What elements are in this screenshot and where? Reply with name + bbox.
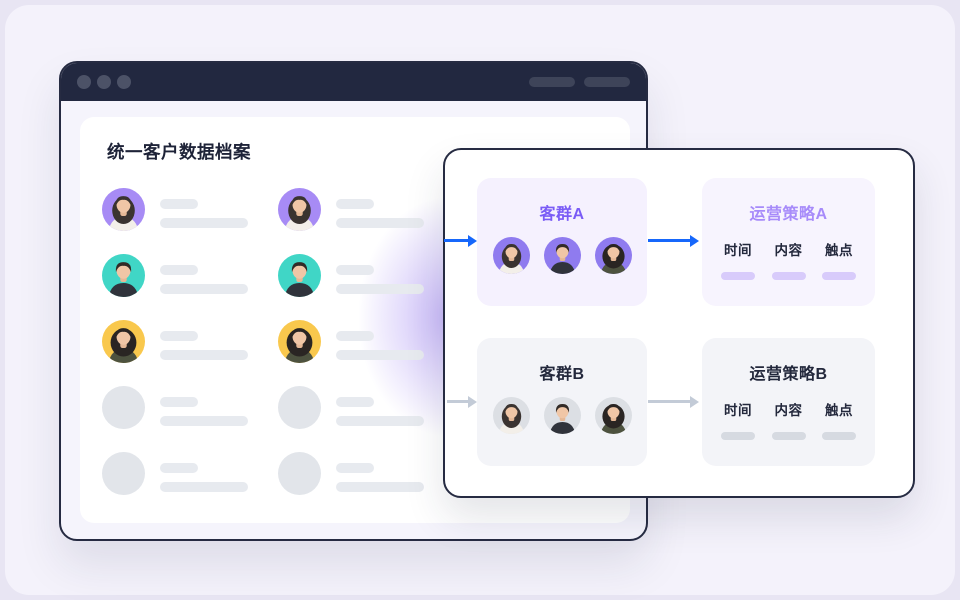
skeleton-line (160, 331, 198, 341)
profile-avatar (278, 254, 321, 297)
profile-entry (278, 386, 454, 429)
segment-b-card: 客群B (477, 338, 647, 466)
member-avatar (543, 237, 581, 274)
flow-panel: 客群A 运营策略A 时间内容触点 客群B 运营策略B 时间内容触点 (443, 148, 915, 498)
profile-row (80, 188, 630, 231)
strategy-column-label: 时间 (724, 403, 752, 418)
member-avatar (543, 397, 581, 434)
skeleton-line (336, 397, 374, 407)
member-avatar (594, 237, 632, 274)
profile-entry (102, 254, 278, 297)
profile-avatar (102, 320, 145, 363)
skeleton-line (160, 199, 198, 209)
strategy-a-card: 运营策略A 时间 内容 触点 (702, 178, 875, 306)
profile-avatar (278, 188, 321, 231)
profile-avatar (102, 452, 145, 495)
skeleton-line (336, 482, 424, 492)
window-dot-icon (77, 75, 91, 89)
strategy-a-columns: 时间 内容 触点 (702, 239, 875, 280)
strategy-column: 时间 (721, 239, 755, 280)
window-control-dots (77, 75, 131, 89)
profile-avatar (102, 188, 145, 231)
titlebar-pills (529, 77, 630, 87)
strategy-column-label: 内容 (774, 243, 803, 258)
profile-entry (102, 188, 278, 231)
flow-arrow-icon (648, 400, 690, 403)
skeleton-pill (771, 432, 806, 440)
titlebar-pill (529, 77, 575, 87)
skeleton-line (336, 265, 374, 275)
segment-b-members (477, 397, 647, 434)
strategy-column: 时间 (721, 399, 755, 440)
profile-avatar (102, 386, 145, 429)
skeleton-line (336, 416, 424, 426)
skeleton-line (336, 284, 424, 294)
profile-entry (278, 320, 454, 363)
profile-row (80, 320, 630, 363)
skeleton-line (336, 331, 374, 341)
strategy-column: 内容 (771, 239, 806, 280)
flow-arrow-icon (444, 239, 468, 242)
skeleton-line (160, 397, 198, 407)
profile-entry (102, 320, 278, 363)
strategy-column: 触点 (822, 399, 856, 440)
window-dot-icon (97, 75, 111, 89)
profile-avatar (278, 452, 321, 495)
browser-titlebar (61, 63, 646, 101)
profile-entry (278, 452, 454, 495)
strategy-a-title: 运营策略A (749, 206, 828, 223)
segment-a-card: 客群A (477, 178, 647, 306)
skeleton-line (160, 416, 248, 426)
strategy-b-title: 运营策略B (749, 366, 828, 383)
strategy-column-label: 时间 (724, 243, 752, 258)
member-avatar (492, 237, 530, 274)
skeleton-pill (721, 432, 755, 440)
strategy-column-label: 触点 (825, 243, 853, 258)
profile-row (80, 254, 630, 297)
skeleton-pill (822, 432, 856, 440)
window-dot-icon (117, 75, 131, 89)
profile-avatar (278, 320, 321, 363)
skeleton-line (160, 265, 198, 275)
member-avatar (594, 397, 632, 434)
profile-entry (102, 386, 278, 429)
skeleton-line (160, 218, 248, 228)
segment-b-title: 客群B (539, 366, 585, 383)
strategy-column: 触点 (822, 239, 856, 280)
profile-entry (278, 254, 454, 297)
skeleton-line (160, 463, 198, 473)
skeleton-line (160, 284, 248, 294)
skeleton-line (160, 482, 248, 492)
strategy-column-label: 触点 (825, 403, 853, 418)
segment-a-members (477, 237, 647, 274)
skeleton-line (336, 463, 374, 473)
profile-row (80, 452, 630, 495)
profile-avatar (278, 386, 321, 429)
profile-avatar (102, 254, 145, 297)
skeleton-line (336, 218, 424, 228)
strategy-b-columns: 时间 内容 触点 (702, 399, 875, 440)
skeleton-line (336, 199, 374, 209)
skeleton-pill (771, 272, 806, 280)
strategy-column: 内容 (771, 399, 806, 440)
card-title: 统一客户数据档案 (107, 142, 251, 162)
member-avatar (492, 397, 530, 434)
flow-arrow-icon (447, 400, 468, 403)
flow-arrow-icon (648, 239, 690, 242)
skeleton-line (336, 350, 424, 360)
skeleton-line (160, 350, 248, 360)
titlebar-pill (584, 77, 630, 87)
strategy-column-label: 内容 (774, 403, 803, 418)
profile-entry (102, 452, 278, 495)
strategy-b-card: 运营策略B 时间 内容 触点 (702, 338, 875, 466)
segment-a-title: 客群A (539, 206, 585, 223)
skeleton-pill (822, 272, 856, 280)
profile-row (80, 386, 630, 429)
profile-grid (80, 117, 630, 523)
skeleton-pill (721, 272, 755, 280)
profile-entry (278, 188, 454, 231)
